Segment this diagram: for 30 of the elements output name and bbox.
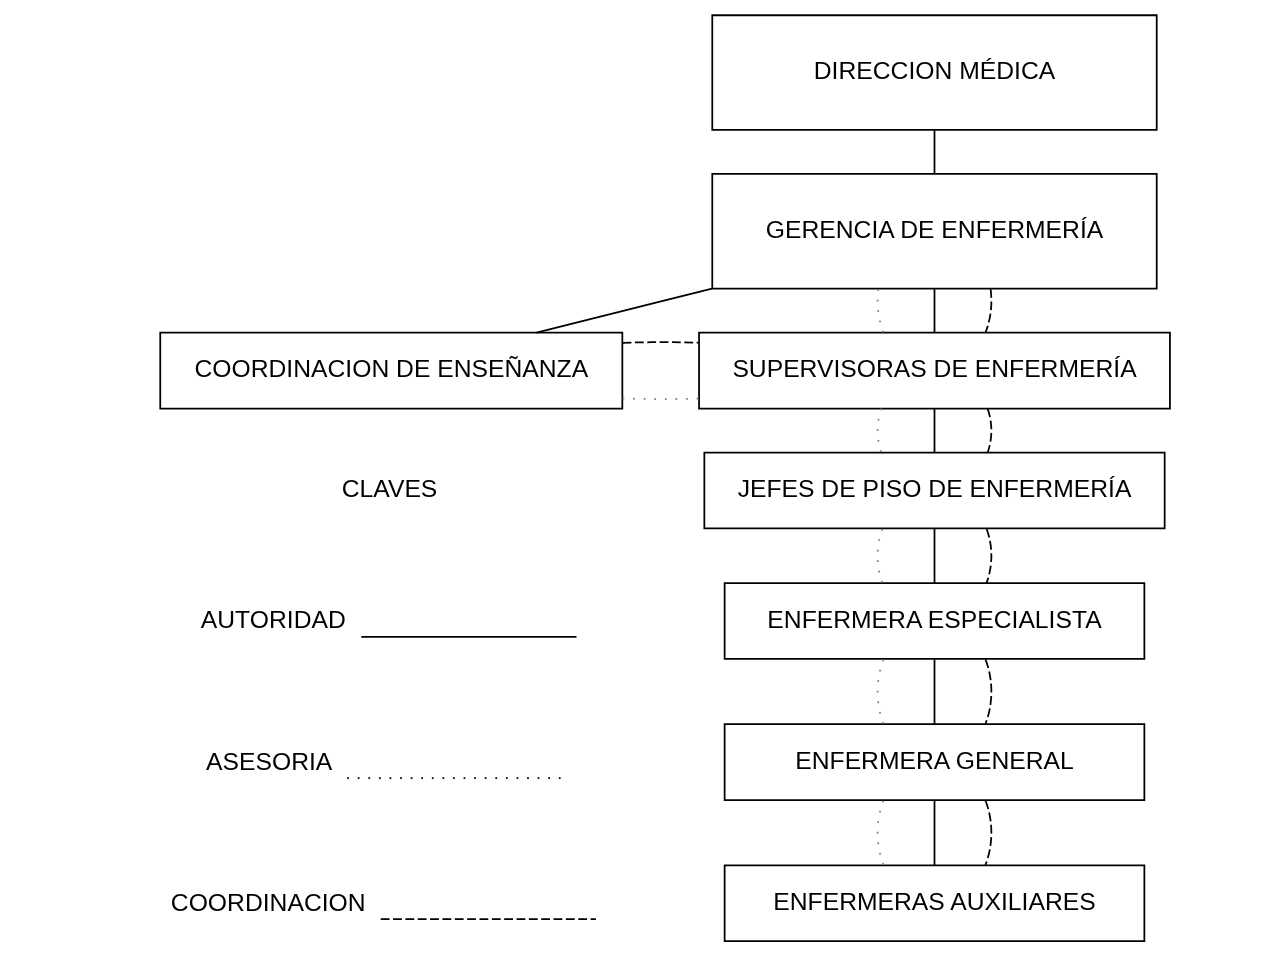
connector	[876, 288, 885, 334]
connector	[986, 407, 993, 454]
connector	[984, 799, 993, 866]
node-box: JEFES DE PISO DE ENFERMERÍA	[703, 451, 1166, 530]
connector	[985, 528, 993, 584]
node-box: ENFERMERA ESPECIALISTA	[723, 582, 1146, 660]
node-box: SUPERVISORAS DE ENFERMERÍA	[698, 331, 1171, 410]
legend-label: ASESORIA	[206, 747, 333, 775]
connector	[984, 288, 993, 334]
legend-label: COORDINACION	[170, 888, 366, 916]
connector	[621, 341, 700, 344]
connector	[535, 287, 713, 334]
node-box: DIRECCION MÉDICA	[711, 14, 1158, 131]
connector	[933, 288, 936, 334]
node-box: ENFERMERA GENERAL	[723, 723, 1146, 801]
connector	[933, 658, 936, 725]
connector	[933, 528, 936, 584]
connector	[984, 658, 993, 725]
connector	[876, 528, 884, 584]
node-box: ENFERMERAS AUXILIARES	[723, 864, 1146, 943]
node-box: COORDINACION DE ENSEÑANZA	[159, 331, 624, 410]
connector	[933, 799, 936, 866]
connector	[876, 799, 885, 866]
legend-label: AUTORIDAD	[200, 606, 346, 634]
connector	[876, 407, 883, 454]
label: CLAVES	[341, 475, 438, 503]
connector	[933, 407, 936, 454]
connector	[876, 658, 885, 725]
connector	[933, 129, 936, 175]
node-box: GERENCIA DE ENFERMERÍA	[711, 173, 1158, 290]
